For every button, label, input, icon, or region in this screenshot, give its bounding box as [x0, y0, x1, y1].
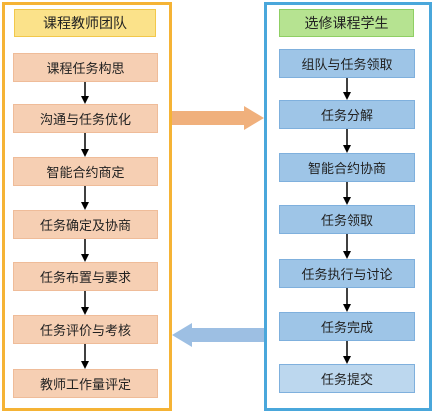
student-step-6: 任务完成 [279, 312, 415, 341]
teacher-to-student-arrow [172, 106, 264, 130]
student-flow-arrow-1 [343, 78, 351, 100]
teacher-step-1: 课程任务构思 [13, 53, 158, 82]
student-flow-arrow-2 [343, 129, 351, 153]
teacher-flow-arrow-6 [81, 344, 89, 369]
student-to-teacher-arrow [172, 323, 264, 347]
teacher-step-2: 沟通与任务优化 [13, 104, 158, 133]
teacher-step-7: 教师工作量评定 [13, 369, 158, 398]
student-step-2: 任务分解 [279, 100, 415, 129]
student-step-7: 任务提交 [279, 364, 415, 393]
student-panel-title: 选修课程学生 [279, 9, 414, 37]
student-step-5: 任务执行与讨论 [279, 259, 415, 288]
teacher-team-title: 课程教师团队 [14, 9, 156, 37]
student-step-3: 智能合约协商 [279, 153, 415, 182]
student-flow-arrow-4 [343, 234, 351, 259]
student-step-4: 任务领取 [279, 205, 415, 234]
teacher-step-3: 智能合约商定 [13, 157, 158, 186]
teacher-step-5: 任务布置与要求 [13, 262, 158, 291]
teacher-flow-arrow-1 [81, 82, 89, 104]
teacher-step-6: 任务评价与考核 [13, 315, 158, 344]
teacher-flow-arrow-4 [81, 239, 89, 262]
student-step-1: 组队与任务领取 [279, 49, 415, 78]
teacher-flow-arrow-3 [81, 186, 89, 210]
teacher-team-title-text: 课程教师团队 [43, 16, 127, 32]
student-panel-title-text: 选修课程学生 [304, 16, 389, 32]
student-flow-arrow-6 [343, 341, 351, 364]
teacher-flow-arrow-2 [81, 133, 89, 157]
student-flow-arrow-5 [343, 288, 351, 312]
teacher-step-4: 任务确定及协商 [13, 210, 158, 239]
student-flow-arrow-3 [343, 182, 351, 205]
teacher-flow-arrow-5 [81, 291, 89, 315]
